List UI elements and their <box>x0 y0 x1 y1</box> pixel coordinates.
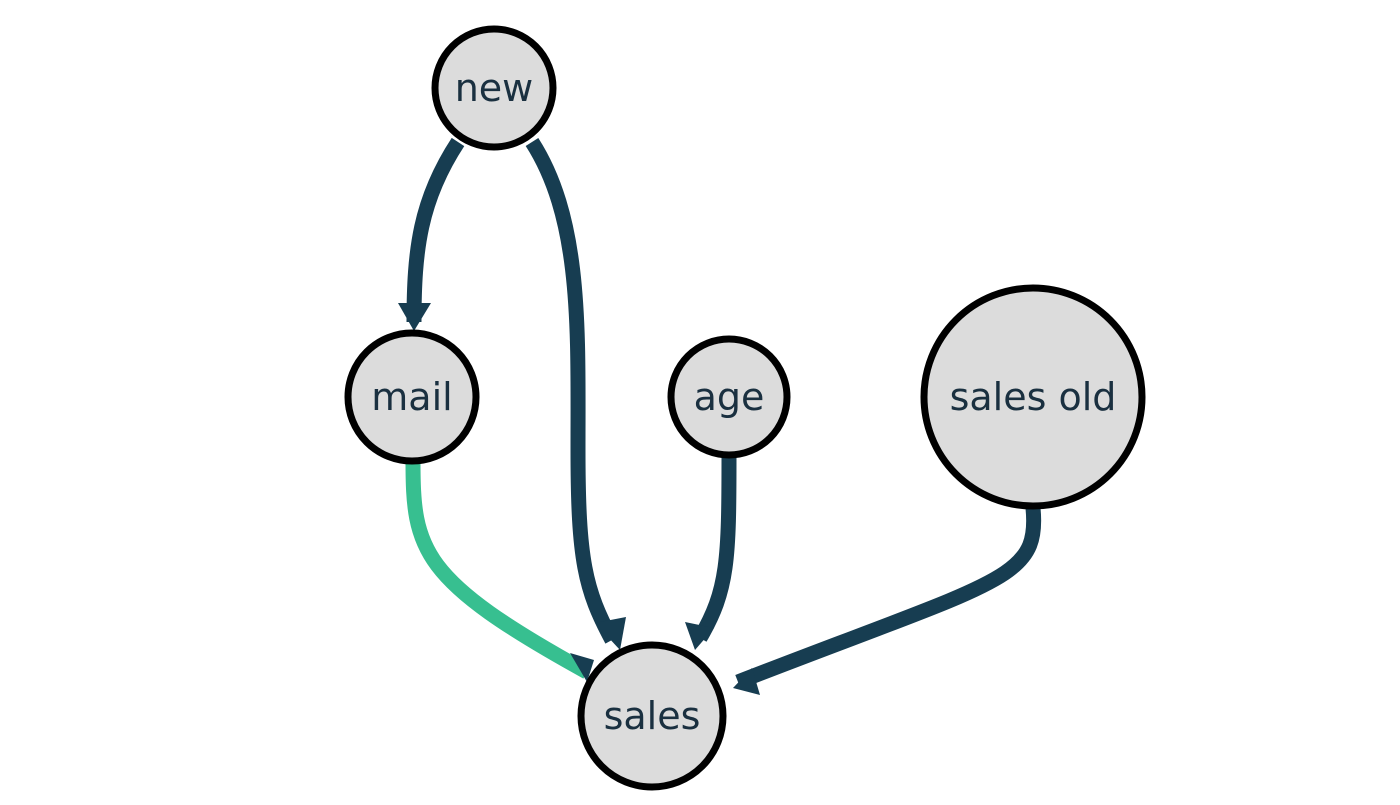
node-sales-old[interactable]: sales old <box>920 284 1146 510</box>
node-age-label: age <box>694 375 765 419</box>
arrowhead-mail-to-sales <box>570 653 594 682</box>
node-age[interactable]: age <box>667 335 791 459</box>
edge-mail-to-sales <box>405 459 591 679</box>
edge-age-to-sales <box>693 454 737 642</box>
node-mail-label: mail <box>371 375 452 419</box>
node-sales[interactable]: sales <box>577 641 727 791</box>
node-new-circle <box>431 25 557 151</box>
edge-new-to-mail <box>406 137 465 323</box>
arrowhead-age-to-sales <box>685 622 714 650</box>
edge-new-to-sales <box>525 137 619 644</box>
arrowhead-sales-old-to-sales <box>733 668 760 695</box>
node-age-circle <box>667 335 791 459</box>
edge-sales-old-to-sales <box>735 507 1042 689</box>
node-sales-old-circle <box>920 284 1146 510</box>
node-mail-circle <box>344 329 480 465</box>
edges-layer <box>398 137 1042 695</box>
nodes-layer: new mail age sales old sales <box>344 25 1146 791</box>
node-sales-label: sales <box>604 694 701 738</box>
node-sales-old-label: sales old <box>950 375 1117 419</box>
arrowhead-new-to-sales <box>595 617 626 650</box>
node-new[interactable]: new <box>431 25 557 151</box>
node-new-label: new <box>455 66 534 110</box>
arrowhead-new-to-mail <box>398 303 431 331</box>
node-mail[interactable]: mail <box>344 329 480 465</box>
node-sales-circle <box>577 641 727 791</box>
